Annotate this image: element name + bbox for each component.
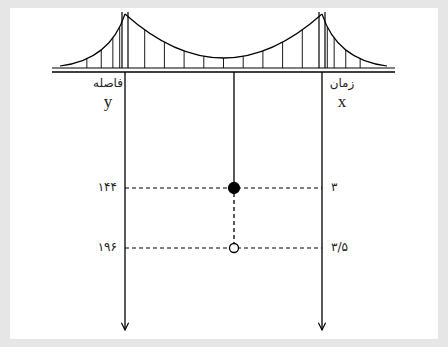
axis-name: زمان [330, 77, 355, 90]
fall-line-dashed [233, 193, 234, 243]
tower [324, 12, 325, 68]
filled-dot [229, 183, 240, 194]
bridge [52, 12, 395, 72]
level-line [125, 188, 322, 189]
panel [10, 8, 438, 339]
axis-name: فاصله [93, 77, 123, 90]
axis-variable: x [338, 93, 347, 112]
distance-axis [124, 72, 125, 330]
open-dot [230, 244, 239, 253]
tower [318, 12, 319, 68]
cable [125, 14, 322, 58]
tower [121, 12, 122, 68]
fall-line [233, 72, 234, 188]
deck [52, 67, 395, 68]
tick-value: ۳/۵ [331, 241, 348, 254]
tick-value: ۳ [331, 181, 337, 194]
cable [322, 14, 387, 66]
deck [52, 71, 395, 73]
axes [125, 72, 322, 330]
time-axis [321, 72, 322, 330]
cable [60, 14, 125, 66]
axis-variable: y [104, 93, 113, 112]
tick-value: ۱۹۶ [98, 241, 117, 254]
level-line [125, 248, 322, 249]
tower [127, 12, 128, 68]
tick-value: ۱۴۴ [98, 181, 117, 194]
